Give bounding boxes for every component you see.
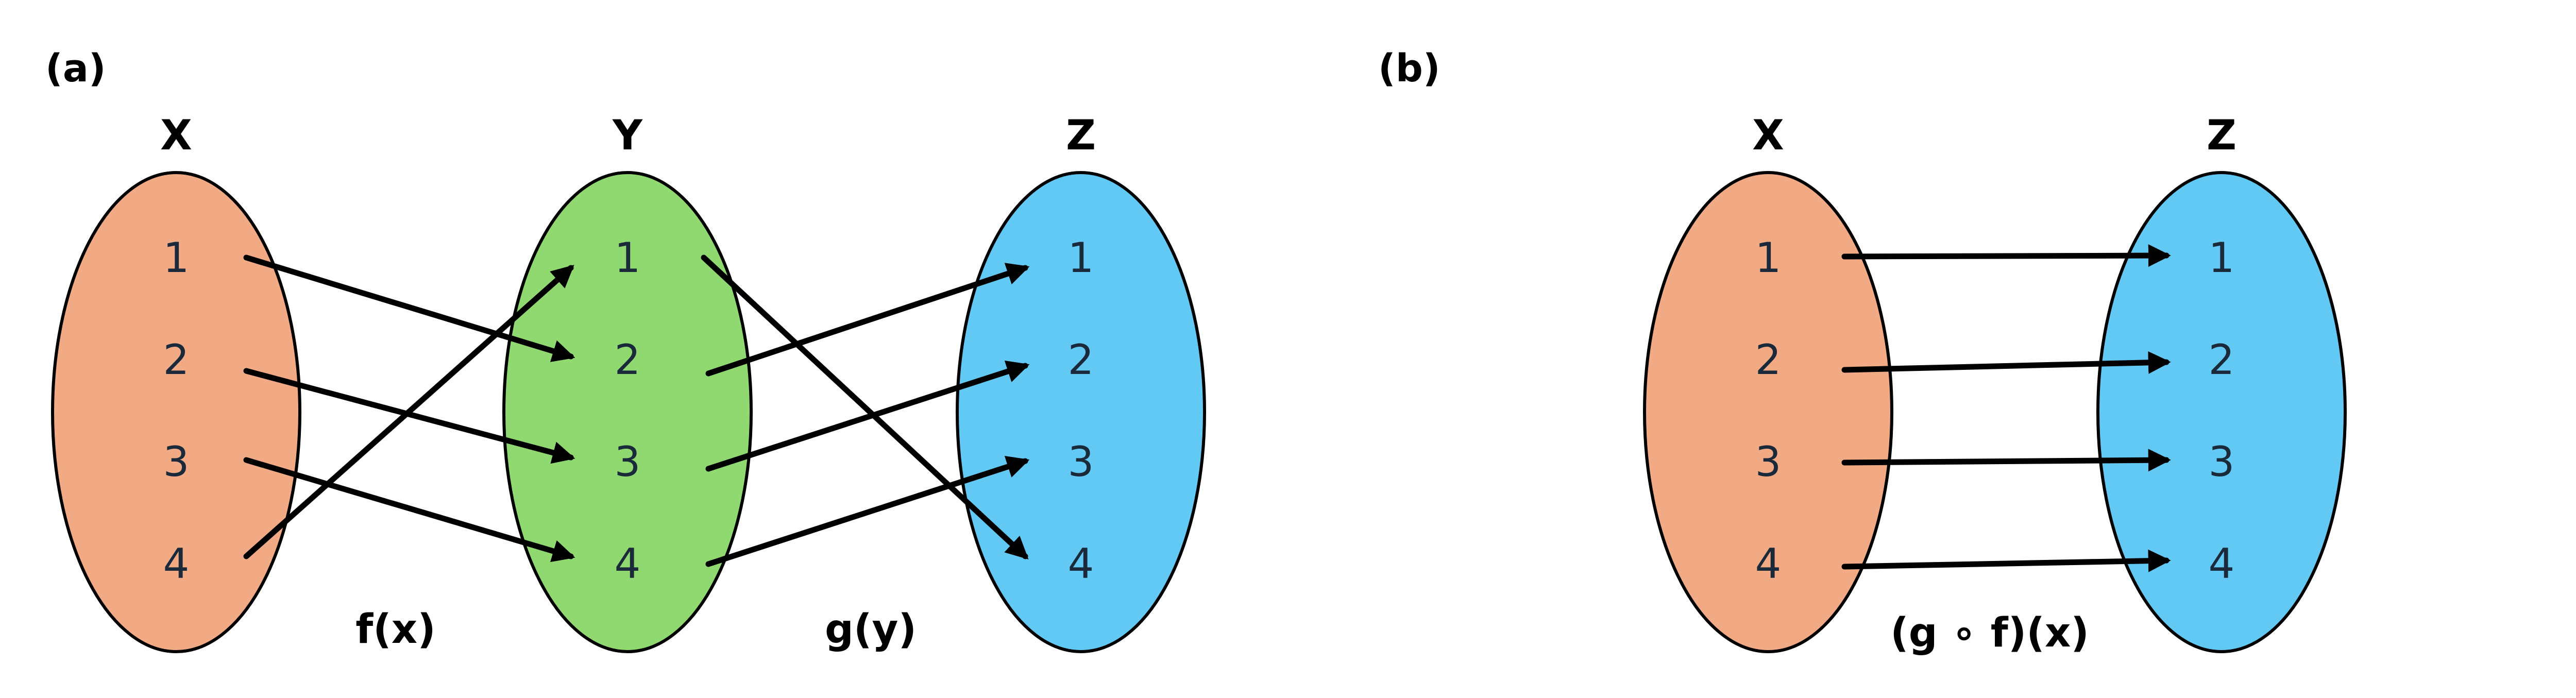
- gf-function-label: (g ∘ f)(x): [1890, 610, 2089, 656]
- g-arrow-2-to-1: [705, 263, 1030, 377]
- g-arrow-3-to-2: [705, 360, 1030, 472]
- set-x-element-1: 1: [163, 234, 190, 282]
- f-arrow-1-to-2: [243, 254, 575, 362]
- gf-arrow-4-to-4: [1841, 549, 2171, 572]
- g-arrow-4-to-3: [705, 455, 1030, 567]
- set-x-element-3: 3: [163, 438, 190, 486]
- g-mapping-arrows: [701, 254, 1030, 567]
- gf-arrow-3-to-3: [1841, 449, 2171, 472]
- set-z-ellipse-b: [2096, 171, 2347, 653]
- set-x-element-2-b: 2: [1755, 336, 1782, 384]
- panel-b: (b) X 1 2 3 4 Z 1 2 3 4 (g ∘ f)(x): [1378, 46, 2347, 656]
- panel-b-label: (b): [1378, 46, 1440, 91]
- g-function-label: g(y): [825, 606, 917, 653]
- set-y-element-2: 2: [615, 336, 641, 384]
- f-arrow-4-to-1: [243, 265, 574, 559]
- set-z-title: Z: [1066, 111, 1096, 159]
- set-y-title: Y: [612, 111, 643, 159]
- panel-a-label: (a): [45, 46, 106, 91]
- f-arrow-3-to-4: [243, 457, 575, 563]
- gf-mapping-arrows: [1841, 244, 2171, 572]
- gf-arrow-1-to-1: [1841, 244, 2171, 267]
- set-y-element-3: 3: [615, 438, 641, 486]
- set-x-title-b: X: [1752, 111, 1784, 159]
- g-arrow-1-to-4: [701, 254, 1029, 559]
- set-x-element-1-b: 1: [1755, 234, 1782, 282]
- set-y-ellipse: [502, 171, 753, 653]
- set-z-element-2-b: 2: [2209, 336, 2235, 384]
- set-x-element-4-b: 4: [1755, 540, 1782, 588]
- set-x-ellipse-b: [1643, 171, 1893, 653]
- set-x-element-4: 4: [163, 540, 190, 588]
- f-mapping-arrows: [243, 254, 575, 563]
- set-z-element-3-b: 3: [2209, 438, 2235, 486]
- panel-a: (a) X 1 2 3 4 Y 1 2 3 4 Z 1 2 3 4: [45, 46, 1206, 653]
- set-y-element-4: 4: [615, 540, 641, 588]
- set-z-element-3: 3: [1068, 438, 1094, 486]
- set-x-ellipse: [51, 171, 301, 653]
- set-z-element-4: 4: [1068, 540, 1094, 588]
- set-z-title-b: Z: [2207, 111, 2236, 159]
- set-z-element-4-b: 4: [2209, 540, 2235, 588]
- set-x-title: X: [160, 111, 192, 159]
- set-z-element-1: 1: [1068, 234, 1094, 282]
- set-x-element-2: 2: [163, 336, 190, 384]
- set-z-element-1-b: 1: [2209, 234, 2235, 282]
- gf-arrow-2-to-2: [1841, 351, 2171, 374]
- f-function-label: f(x): [355, 606, 436, 653]
- set-y-element-1: 1: [615, 234, 641, 282]
- set-z-element-2: 2: [1068, 336, 1094, 384]
- set-z-ellipse: [956, 171, 1206, 653]
- set-x-element-3-b: 3: [1755, 438, 1782, 486]
